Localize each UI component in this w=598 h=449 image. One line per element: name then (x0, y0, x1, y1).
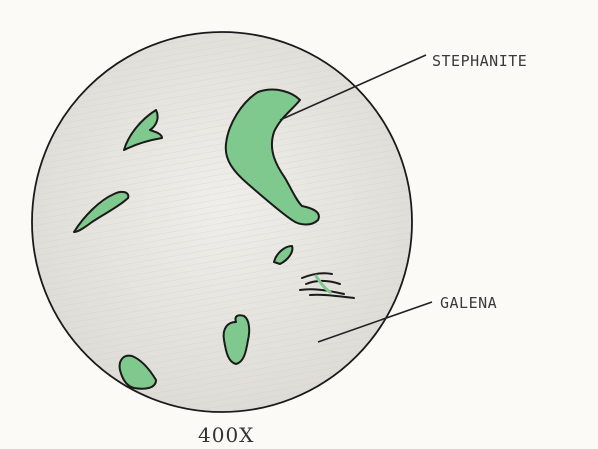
galena-label: GALENA (440, 294, 497, 312)
magnification-label: 400X (198, 423, 254, 447)
stephanite-label: STEPHANITE (432, 52, 527, 70)
